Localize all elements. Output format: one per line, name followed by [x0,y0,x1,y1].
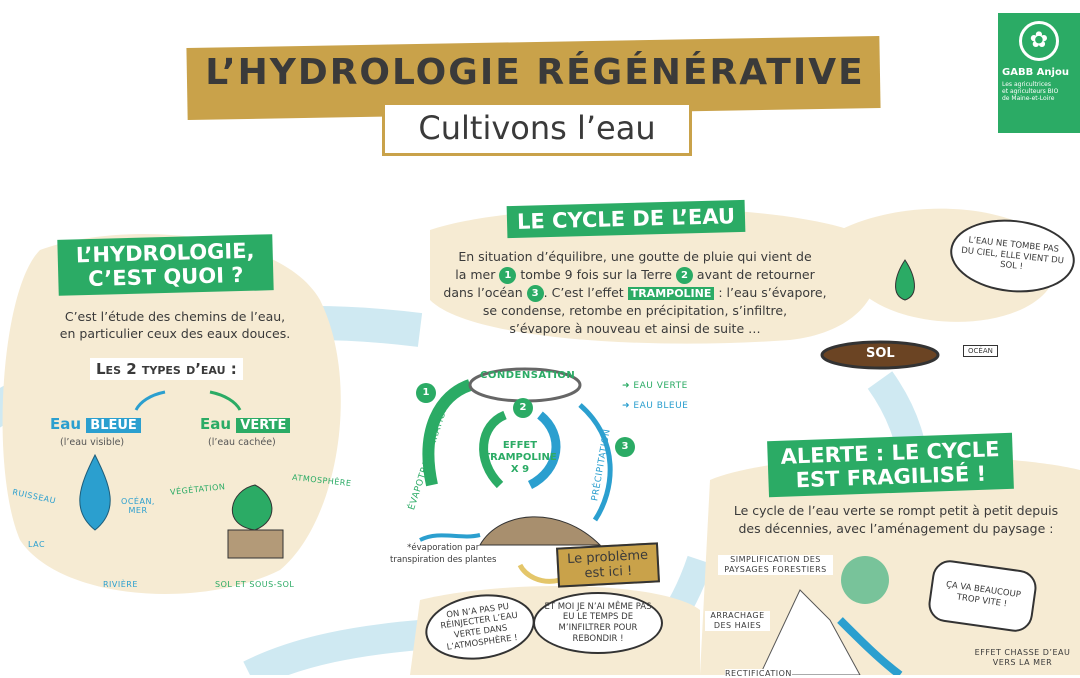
text-line: *évaporation par [407,543,480,553]
precipitation-arrow [578,403,613,522]
ocean-signpost: OCÉAN [963,345,998,357]
text-line: s’évapore à nouveau et ainsi de suite … [509,320,761,336]
text: : l’eau s’évapore, [718,284,827,300]
text-line: EFFET [502,440,538,451]
trampoline-tag: TRAMPOLINE [627,286,715,300]
mountain [759,589,861,675]
page-title: L’HYDROLOGIE RÉGÉNÉRATIVE [205,52,865,93]
trampoline-green-arrow [479,410,508,489]
step-number: 3 [526,284,544,302]
section3-text: Le cycle de l’eau verte se rompt petit à… [712,502,1080,537]
legend-eau-verte: ➜ EAU VERTE [622,381,688,391]
text-line: dans l’océan 3. C’est l’effet TRAMPOLINE… [430,284,840,303]
text-line: la mer 1 tombe 9 fois sur la Terre 2 ava… [430,266,840,284]
legend-text: EAU BLEUE [633,401,689,411]
logo-tagline: de Maine-et-Loire [1002,95,1055,102]
blue-arrow [134,390,166,411]
text: . C’est l’effet [543,284,624,300]
text-line: TRAMPOLINE [483,452,557,463]
eau-bleue-label: Eau BLEUE [50,415,141,433]
text-line: transpiration des plantes [390,555,497,565]
step-2-marker: 2 [513,398,533,418]
tree [841,556,889,604]
logo-name: GABB Anjou [1002,67,1069,78]
text-line: En situation d’équilibre, une goutte de … [458,249,812,264]
label-arrachage: ARRACHAGE DES HAIES [705,611,770,631]
text: la mer [455,266,496,282]
flower-icon: ✿ [1019,21,1059,61]
condensation-label: CONDENSATION [480,370,576,381]
effet-trampoline-label: EFFET TRAMPOLINE X 9 [475,440,565,476]
step-3-marker: 3 [615,437,635,457]
green-drop-jumping [895,259,915,301]
sol-label: SOL [866,346,895,361]
blue-drop-character [79,453,111,531]
text-line: X 9 [510,464,530,475]
text: avant de retourner [696,266,815,282]
eau-prefix: Eau [200,415,232,433]
logo-tagline: et agriculteurs BIO [1002,88,1059,95]
types-heading: Les 2 types d’eau : [90,358,243,380]
green-arrow-icon: ➜ [622,381,634,391]
text: tombe 9 fois sur la Terre [520,266,672,282]
verte-tag: VERTE [236,418,291,433]
text-line: se condense, retombe en précipitation, s… [482,303,788,318]
label-lac: LAC [28,540,46,549]
text-line: des décennies, avec l’aménagement du pay… [738,520,1054,536]
blue-arrow-icon: ➜ [622,401,634,411]
label-riviere: RIVIÈRE [103,580,138,589]
step-1-marker: 1 [416,383,436,403]
label-sol-sous-sol: SOL ET SOUS-SOL [215,580,295,589]
river-band [243,620,422,675]
trampoline [820,340,940,370]
section3-title: ALERTE : LE CYCLE EST FRAGILISÉ ! [767,432,1014,498]
speech-bubble: ET MOI JE N’AI MÊME PAS EU LE TEMPS DE M… [533,592,663,654]
label-rectification: RECTIFICATION [725,669,792,678]
waves [419,533,481,542]
label-ocean-mer: OCÉAN, MER [121,497,155,515]
section1-title: L’HYDROLOGIE, C’EST QUOI ? [57,234,274,297]
label-effet-chasse: EFFET CHASSE D’EAU VERS LA MER [974,648,1071,667]
gabb-logo[interactable]: ✿ GABB Anjou Les agricultrices et agricu… [998,13,1080,133]
eau-bleue-caption: (l’eau visible) [60,437,125,448]
section2-title: LE CYCLE DE L’EAU [506,199,746,239]
text: dans l’océan [443,284,523,300]
trampoline-blue-arrow [527,411,561,490]
text-line: C’est l’étude des chemins de l’eau, [64,309,286,324]
page-subtitle: Cultivons l’eau [382,102,692,156]
label-simplification: SIMPLIFICATION DES PAYSAGES FORESTIERS [718,555,833,575]
text-line: Le cycle de l’eau verte se rompt petit à… [733,503,1059,518]
legend-text: EAU VERTE [633,381,688,391]
eau-verte-caption: (l’eau cachée) [208,437,276,448]
eau-verte-label: Eau VERTE [200,415,291,433]
soil-block [227,529,284,559]
green-arrow [209,390,242,411]
hill [479,516,602,546]
bleue-tag: BLEUE [86,418,141,433]
section2-text: En situation d’équilibre, une goutte de … [430,248,840,337]
text-line: en particulier ceux des eaux douces. [59,326,291,341]
legend-eau-bleue: ➜ EAU BLEUE [622,401,688,411]
section1-title-line: C’EST QUOI ? [87,263,244,292]
evapotranspiration-arrow [422,379,473,487]
water-splash [837,617,903,675]
footnote: *évaporation par transpiration des plant… [390,542,496,566]
eau-prefix: Eau [50,415,82,433]
step-number: 2 [675,266,693,284]
problem-callout: Le problème est ici ! [556,542,660,588]
logo-tagline: Les agricultrices [1002,81,1051,88]
beige-blob [430,207,877,344]
step-number: 1 [499,266,517,284]
arrow-to-problem [517,563,561,584]
section1-text: C’est l’étude des chemins de l’eau, en p… [40,308,310,342]
